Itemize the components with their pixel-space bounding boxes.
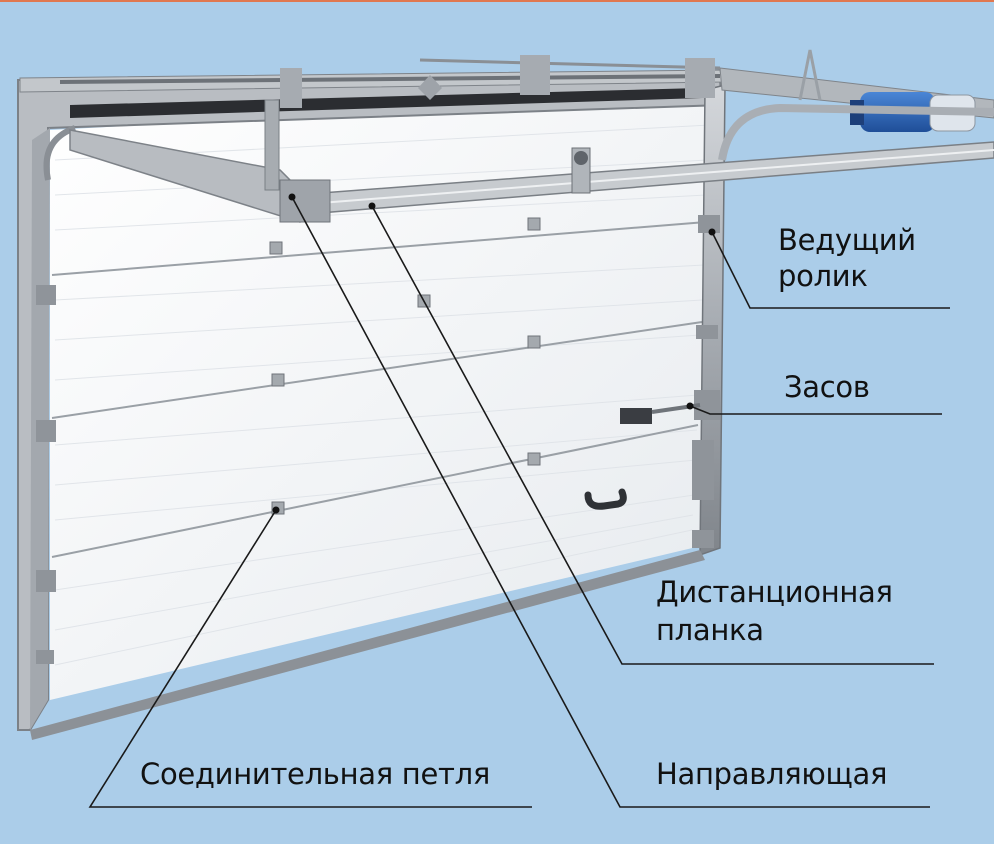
leader-spacer-bar bbox=[371, 205, 934, 665]
label-latch: Засов bbox=[784, 370, 870, 404]
label-drive-roller-line1: Ведущий bbox=[778, 223, 916, 257]
door-panel bbox=[50, 95, 720, 700]
leader-lines bbox=[88, 196, 950, 808]
leader-hinge bbox=[88, 509, 532, 808]
curved-track bbox=[718, 103, 994, 161]
top-roller bbox=[571, 147, 591, 194]
label-spacer-bar-line1: Дистанционная bbox=[656, 575, 893, 609]
door-handle bbox=[584, 488, 627, 510]
leader-dots bbox=[272, 193, 716, 514]
label-drive-roller-line2: ролик bbox=[778, 259, 868, 293]
header-seal bbox=[70, 88, 702, 118]
leader-latch bbox=[689, 405, 942, 415]
leader-drive-roller bbox=[711, 231, 950, 309]
label-spacer-bar-line2: планка bbox=[656, 613, 764, 647]
spacer-rod bbox=[279, 141, 994, 223]
label-guide-rail: Направляющая bbox=[656, 757, 888, 791]
leader-guide-rail bbox=[291, 196, 930, 808]
top-accent-bar bbox=[0, 0, 994, 2]
label-hinge: Соединительная петля bbox=[140, 757, 490, 791]
door-frame bbox=[17, 79, 726, 740]
